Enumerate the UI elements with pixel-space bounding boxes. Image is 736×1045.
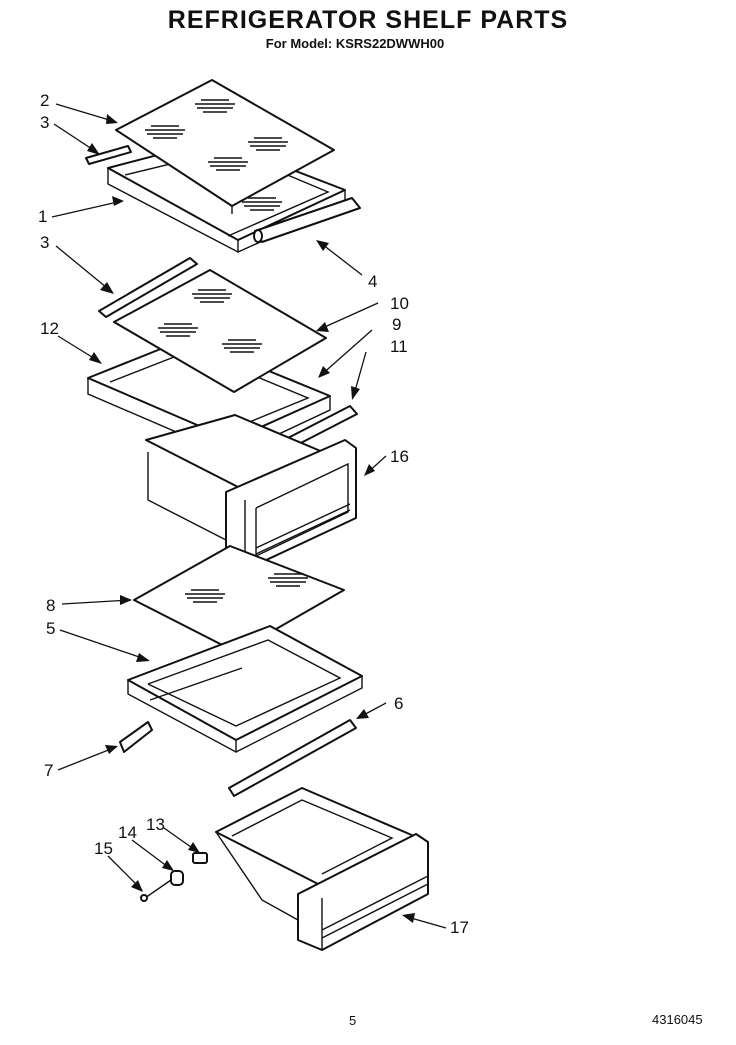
callout-7: 7 [44, 761, 53, 780]
callout-16: 16 [390, 447, 409, 466]
callout-6: 6 [394, 694, 403, 713]
callout-4: 4 [368, 272, 377, 291]
model-subtitle: For Model: KSRS22DWWH00 [265, 36, 445, 51]
rail-part-6 [228, 719, 357, 797]
spacer-part-13 [192, 852, 208, 864]
leader-lines [51, 103, 447, 929]
glass-shelf-part-2 [115, 79, 335, 207]
callout-14: 14 [118, 823, 137, 842]
hardware-parts [140, 852, 208, 902]
callout-1: 1 [38, 207, 47, 226]
bushing-part-14 [170, 870, 184, 886]
trim-strip-part-3-upper [85, 145, 132, 165]
callout-12: 12 [40, 319, 59, 338]
callout-2: 2 [40, 91, 49, 110]
callout-3-upper: 3 [40, 113, 49, 132]
top-shelf-assembly [85, 79, 361, 254]
callout-15: 15 [94, 839, 113, 858]
lower-frame-part-5 [127, 625, 363, 754]
rail-part-7 [119, 721, 153, 753]
crisper-pan-part-16 [145, 414, 357, 571]
page-number: 5 [349, 1013, 356, 1028]
trim-strip-part-3-lower [98, 257, 198, 318]
callout-9: 9 [392, 315, 401, 334]
callout-10: 10 [390, 294, 409, 313]
callout-8: 8 [46, 596, 55, 615]
bottom-pan-part-17 [215, 787, 429, 951]
callout-numbers: 2 3 1 3 4 10 12 9 11 16 8 5 6 7 13 14 15… [38, 91, 469, 937]
callout-3-lower: 3 [40, 233, 49, 252]
document-number: 4316045 [652, 1012, 703, 1027]
callout-5: 5 [46, 619, 55, 638]
callout-11: 11 [390, 337, 408, 356]
callout-13: 13 [146, 815, 165, 834]
diagram-title: REFRIGERATOR SHELF PARTS [167, 6, 569, 34]
glass-shelf-part-10 [113, 269, 327, 393]
callout-17: 17 [450, 918, 469, 937]
screw-part-15 [144, 879, 172, 899]
